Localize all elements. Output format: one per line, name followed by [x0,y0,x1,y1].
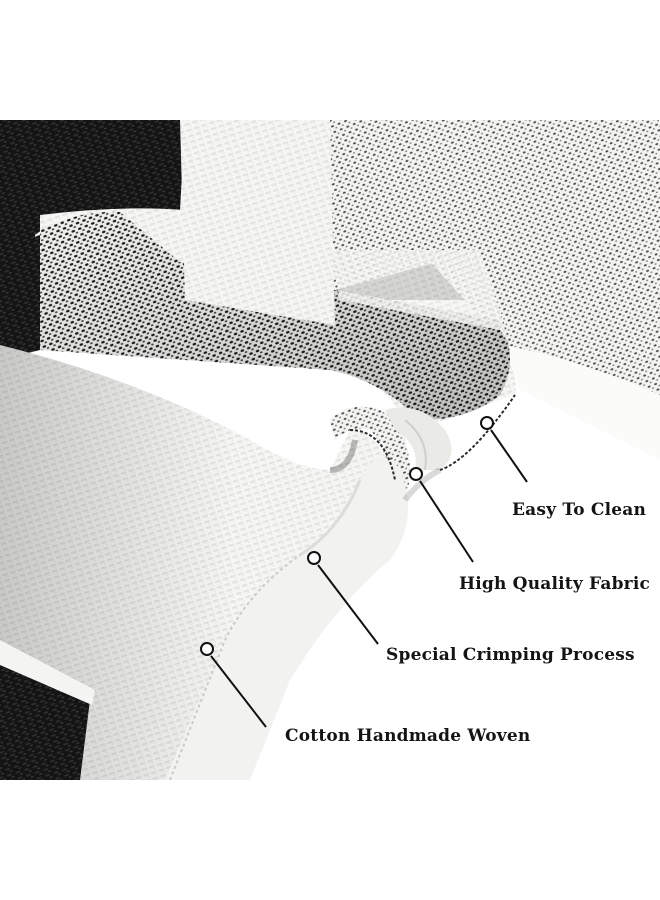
callout-cotton-handmade-woven: Cotton Handmade Woven [285,726,531,746]
marker-high-quality-fabric [409,467,423,481]
marker-special-crimping-process [307,551,321,565]
callout-markers [200,416,528,728]
callout-special-crimping-process: Special Crimping Process [386,645,635,665]
marker-easy-to-clean [480,416,494,430]
marker-cotton-handmade-woven [200,642,214,656]
callout-high-quality-fabric: High Quality Fabric [459,574,651,594]
callout-easy-to-clean: Easy To Clean [512,500,647,520]
